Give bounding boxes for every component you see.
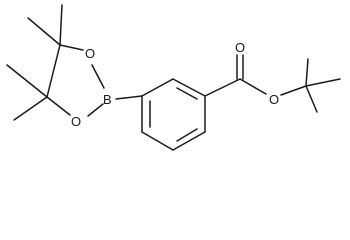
tert-butyl-ester-group: O O [204, 40, 341, 113]
boron-oxygen-bond [91, 64, 105, 89]
boron-oxygen-bond [87, 103, 104, 117]
chemical-structure-diagram: B O O O O [6, 4, 341, 151]
ring-carbonyl-bond [204, 78, 241, 97]
methyl-bond [13, 96, 48, 121]
oxygen-carbon-bond [46, 96, 71, 116]
ring-oxygen-upper-label: O [85, 46, 95, 61]
methyl-bond [305, 58, 309, 87]
ring-bond [172, 131, 206, 151]
oxygen-tert-butyl-bond [280, 85, 307, 96]
ring-double-bond [176, 128, 198, 142]
methyl-bond [305, 85, 318, 113]
carbonyl-oxygen-label: O [235, 40, 245, 55]
carbonyl-ester-oxygen-bond [239, 78, 267, 95]
ring-bond [172, 78, 206, 97]
ring-boron-bond [115, 95, 143, 100]
methyl-bond [6, 64, 48, 98]
methyl-bond [59, 4, 63, 46]
boron-label: B [103, 92, 112, 107]
methyl-bond [27, 17, 61, 46]
ring-double-bond [176, 87, 198, 100]
methyl-bond [305, 78, 341, 87]
carbon-carbon-bond [46, 44, 61, 98]
pinacol-boronate-ring: O O [6, 4, 105, 129]
ring-bond [141, 131, 174, 151]
ester-oxygen-label: O [269, 92, 279, 107]
oxygen-carbon-bond [59, 44, 84, 51]
ring-bond [141, 78, 174, 97]
ring-oxygen-lower-label: O [71, 114, 81, 129]
benzene-ring [141, 78, 206, 151]
